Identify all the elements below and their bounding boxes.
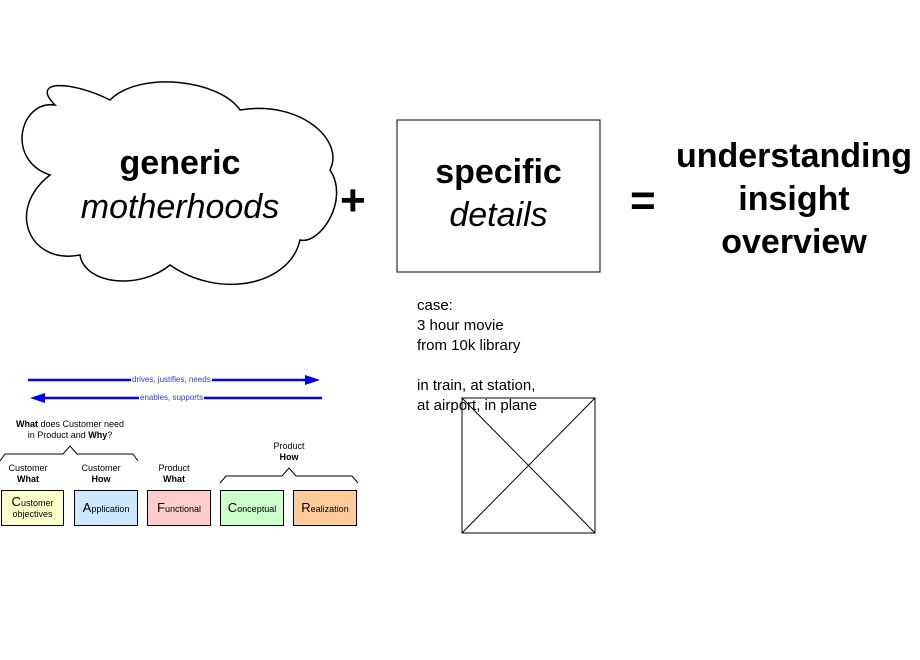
header-product-what-line1: Product: [158, 463, 190, 473]
box-realization-initial: R: [301, 499, 311, 515]
brace-customer: [0, 445, 139, 462]
brace-product-how: [219, 467, 359, 484]
cloud-text-motherhoods: motherhoods: [80, 188, 280, 226]
box-customer-objectives-line2: objectives: [12, 509, 53, 519]
product-how-line1: Product: [273, 441, 305, 451]
plus-sign: +: [340, 176, 366, 225]
header-customer-how-line2: How: [91, 474, 111, 484]
product-how-header: Product How: [250, 441, 328, 463]
cloud-text-generic: generic: [119, 144, 241, 182]
box-customer-objectives-initial: C: [11, 494, 21, 509]
box-customer-objectives-rest: ustomer: [20, 498, 54, 508]
question-mark: ?: [107, 430, 113, 440]
result-insight: insight: [738, 180, 850, 218]
box-conceptual: Conceptual: [220, 490, 284, 526]
box-functional-initial: F: [157, 499, 165, 515]
customer-question: What does Customer need in Product and W…: [0, 419, 140, 441]
case-line-4: in train, at station,: [417, 377, 536, 394]
box-realization: Realization: [293, 490, 357, 526]
forward-arrow-head: [305, 375, 320, 385]
case-line-2: 3 hour movie: [417, 317, 504, 334]
backward-arrow-label: enables, supports: [139, 393, 205, 403]
result-overview: overview: [721, 223, 867, 261]
question-why: Why: [88, 430, 108, 440]
box-application-rest: pplication: [91, 503, 130, 514]
box-application-initial: A: [82, 499, 92, 515]
case-line-3: from 10k library: [417, 337, 521, 354]
header-customer-what-line1: Customer: [8, 463, 48, 473]
case-text: case: 3 hour movie from 10k library in t…: [417, 296, 537, 416]
product-how-line2: How: [279, 452, 299, 462]
specific-text: specific: [435, 153, 562, 191]
question-rest: does Customer need: [37, 419, 125, 429]
box-conceptual-initial: C: [227, 499, 238, 515]
header-product-what-line2: What: [163, 474, 185, 484]
image-placeholder-cross-b: [461, 397, 596, 534]
details-text: details: [449, 196, 548, 234]
box-conceptual-rest: onceptual: [237, 503, 277, 514]
box-functional-rest: unctional: [164, 503, 201, 514]
question-line2: in Product and: [27, 430, 89, 440]
forward-arrow-label: drives, justifies, needs: [131, 375, 212, 385]
result-understanding: understanding: [675, 137, 913, 175]
header-customer-what-line2: What: [17, 474, 39, 484]
case-line-1: case:: [417, 297, 453, 314]
box-realization-rest: ealization: [310, 503, 349, 514]
header-customer-how: Customer How: [73, 463, 129, 485]
cloud-outline: [21, 81, 338, 286]
header-product-what: Product What: [146, 463, 202, 485]
backward-arrow-head: [30, 393, 45, 403]
header-customer-what: Customer What: [0, 463, 56, 485]
question-what: What: [15, 419, 38, 429]
box-application: Application: [74, 490, 138, 526]
specific-box-outline: [396, 119, 601, 273]
case-line-5: at airport, in plane: [417, 397, 538, 414]
image-placeholder-frame: [461, 397, 596, 534]
box-functional: Functional: [147, 490, 211, 526]
header-customer-how-line1: Customer: [81, 463, 121, 473]
equals-sign: =: [630, 176, 656, 225]
